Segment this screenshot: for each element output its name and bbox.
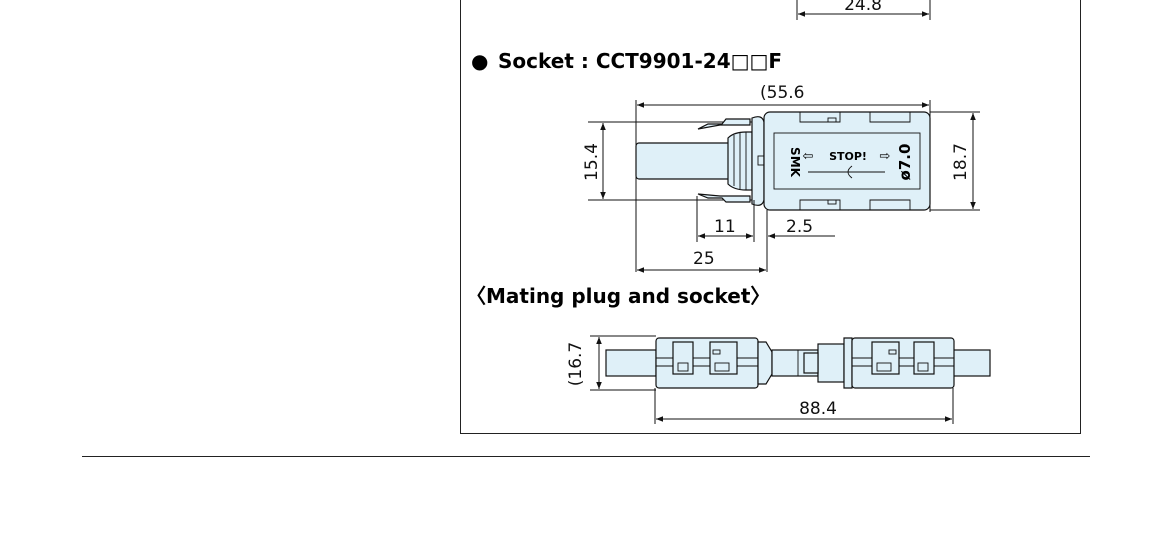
drawing-frame — [460, 0, 1081, 434]
brand-mark: SMK — [788, 147, 802, 178]
dim-24-8: 24.8 — [844, 0, 882, 15]
dim-15-4: 15.4 — [582, 143, 602, 181]
dim-16-7: (16.7 — [566, 342, 586, 386]
section-divider — [82, 456, 1090, 457]
bullet: ● — [471, 49, 488, 73]
dim-25: 25 — [693, 249, 715, 269]
dim-18-7: 18.7 — [951, 143, 971, 181]
arrow-right-icon: ⇨ — [880, 149, 891, 164]
top-dimension-24-8: 24.8 — [796, 0, 931, 20]
diameter-mark: ø7.0 — [896, 144, 914, 181]
socket-title: Socket : CCT9901-24□□F — [498, 49, 782, 73]
dim-11: 11 — [714, 217, 736, 237]
mating-drawing: (16.7 88.4 — [566, 335, 991, 424]
arrow-left-icon: ⇦ — [803, 149, 814, 164]
dim-2-5: 2.5 — [786, 217, 813, 237]
stop-mark: STOP! — [829, 150, 867, 163]
dim-55-6: (55.6 — [760, 83, 804, 103]
mating-title: 〈Mating plug and socket〉 — [466, 284, 770, 308]
socket-drawing: (55.6 15.4 SMK STOP! ⇦ ⇨ — [582, 83, 980, 273]
socket-heading: ● Socket : CCT9901-24□□F — [471, 49, 782, 73]
dim-88-4: 88.4 — [799, 399, 837, 419]
